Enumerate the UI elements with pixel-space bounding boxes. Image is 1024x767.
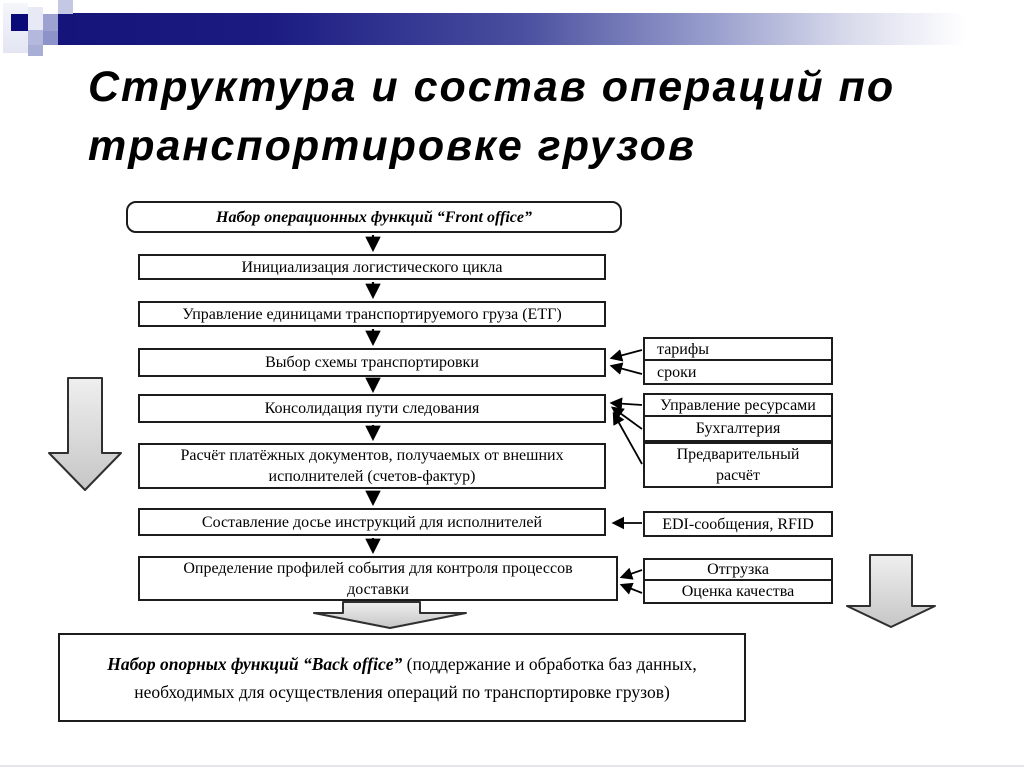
back-office-rest-text: (поддержание и обработка баз данных, нео…	[134, 653, 697, 702]
side-box-quality: Оценка качества	[643, 579, 833, 604]
header-gradient-bar	[58, 13, 1024, 45]
middle-down-block-arrow	[313, 601, 467, 629]
side-box-accounting: Бухгалтерия	[643, 415, 833, 442]
slide-title: Структура и состав операций по транспорт…	[88, 58, 988, 176]
decor-square	[11, 14, 28, 31]
decor-square	[28, 45, 43, 56]
step-box-cargo-units: Управление единицами транспортируемого г…	[138, 301, 606, 327]
side-arrow-quality	[619, 582, 643, 595]
side-arrow-accounting	[610, 406, 643, 430]
decor-square	[43, 31, 58, 45]
left-down-block-arrow	[48, 377, 122, 491]
decor-square	[58, 0, 73, 14]
slide-title-line2: транспортировке грузов	[88, 122, 696, 170]
side-box-edi-rfid: EDI-сообщения, RFID	[643, 511, 833, 537]
right-down-block-arrow	[846, 554, 936, 628]
back-office-box: Набор опорных функций “Back office” (под…	[58, 633, 746, 722]
step-box-event-profiles: Определение профилей события для контрол…	[138, 556, 618, 601]
side-arrow-shipment	[619, 567, 643, 580]
step-box-payment-docs: Расчёт платёжных документов, получаемых …	[138, 443, 606, 489]
side-box-terms: сроки	[643, 359, 833, 385]
side-box-shipment: Отгрузка	[643, 558, 833, 581]
decor-square	[28, 30, 43, 45]
step-box-instructions-dossier: Составление досье инструкций для исполни…	[138, 508, 606, 536]
side-box-resources: Управление ресурсами	[643, 393, 833, 417]
side-arrow-preliminary-calc	[612, 411, 643, 465]
side-box-tariffs: тарифы	[643, 337, 833, 361]
slide-bottom-edge	[0, 765, 1024, 767]
slide-title-line1: Структура и состав операций по	[88, 63, 896, 111]
side-arrow-resources	[609, 397, 643, 410]
side-arrow-terms	[609, 362, 643, 375]
decor-square	[28, 7, 43, 30]
back-office-text: Набор опорных функций “Back office” (под…	[100, 650, 704, 706]
step-box-scheme-choice: Выбор схемы транспортировки	[138, 348, 606, 377]
step-box-route-consolidation: Консолидация пути следования	[138, 394, 606, 423]
step-box-initialization: Инициализация логистического цикла	[138, 254, 606, 280]
decor-square	[43, 14, 58, 31]
back-office-bold-text: Набор опорных функций “Back office”	[107, 653, 403, 674]
side-box-preliminary-calc: Предварительный расчёт	[643, 442, 833, 488]
front-office-box: Набор операционных функций “Front office…	[126, 201, 622, 233]
side-arrow-tariffs	[609, 349, 643, 362]
